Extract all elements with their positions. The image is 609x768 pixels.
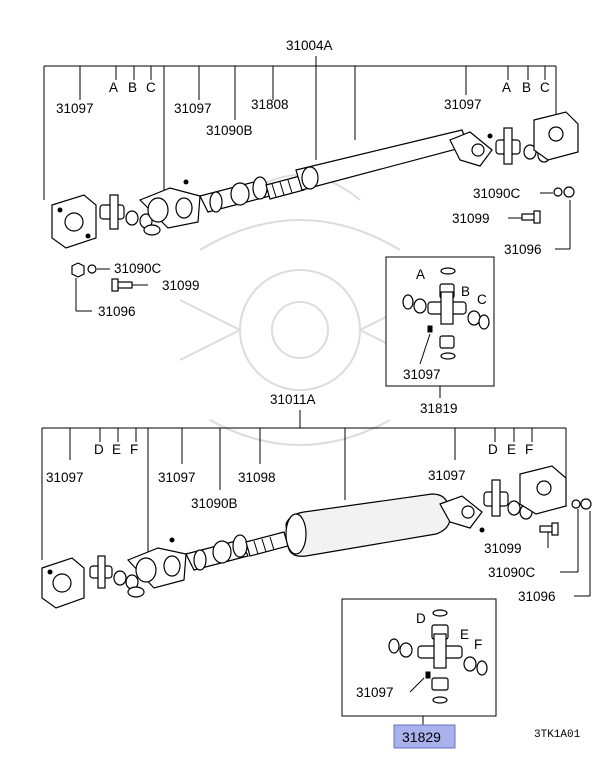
part-label-31098: 31098 bbox=[238, 470, 276, 485]
kit-label-E-31829: E bbox=[460, 627, 469, 642]
part-label-B-upper-left: B bbox=[128, 80, 137, 95]
part-label-31096-lower-right: 31096 bbox=[518, 589, 556, 604]
kit-part-no-31829: 31829 bbox=[402, 729, 441, 745]
kit-label-C-31819: C bbox=[477, 292, 487, 307]
part-label-31090B-upper: 31090B bbox=[206, 123, 253, 138]
part-label-31011A: 31011A bbox=[270, 392, 316, 407]
kit-label-D-31829: D bbox=[416, 611, 426, 626]
part-label-31097-upper-mid: 31097 bbox=[174, 101, 212, 116]
part-label-31097-upper-right: 31097 bbox=[444, 97, 482, 112]
part-label-C-upper-right: C bbox=[540, 80, 550, 95]
part-label-31090C-upper-left: 31090C bbox=[114, 261, 162, 276]
part-label-31099-upper-left: 31099 bbox=[162, 278, 200, 293]
part-label-C-upper-left: C bbox=[146, 80, 156, 95]
part-label-31004A: 31004A bbox=[286, 38, 333, 53]
part-label-31096-upper-right: 31096 bbox=[504, 242, 542, 257]
kit-part-no-31819: 31819 bbox=[420, 401, 458, 416]
part-label-A-upper-left: A bbox=[109, 80, 118, 95]
part-label-A-upper-right: A bbox=[502, 80, 511, 95]
part-label-31808: 31808 bbox=[251, 97, 289, 112]
kit-label-F-31829: F bbox=[474, 637, 482, 652]
diagram-code: 3TK1A01 bbox=[534, 729, 581, 741]
part-label-D-lower-left: D bbox=[94, 442, 104, 457]
kit-label-31097-31819: 31097 bbox=[403, 367, 441, 382]
part-label-F-lower-left: F bbox=[130, 442, 138, 457]
part-label-31090B-lower: 31090B bbox=[191, 496, 238, 511]
part-label-31099-upper-right: 31099 bbox=[452, 211, 490, 226]
part-label-E-lower-left: E bbox=[112, 442, 121, 457]
part-label-31090C-lower-right: 31090C bbox=[488, 565, 536, 580]
kit-label-31097-31829: 31097 bbox=[356, 685, 394, 700]
part-label-D-lower-right: D bbox=[488, 442, 498, 457]
kit-label-A-31819: A bbox=[416, 267, 425, 282]
kit-label-B-31819: B bbox=[461, 284, 470, 299]
upper-assembly: 31004A 31097 A B C 31097 31808 31090B 31… bbox=[43, 38, 579, 416]
part-label-31097-upper-left: 31097 bbox=[56, 101, 94, 116]
lower-assembly: 31011A 31097 D E F 31097 31098 31090B 31… bbox=[41, 392, 592, 749]
part-label-F-lower-right: F bbox=[525, 442, 533, 457]
part-label-31099-lower-right: 31099 bbox=[484, 541, 522, 556]
part-label-B-upper-right: B bbox=[522, 80, 531, 95]
part-label-31090C-upper-right: 31090C bbox=[473, 186, 521, 201]
part-label-31097-lower-left: 31097 bbox=[46, 470, 84, 485]
kit-part-no-highlight bbox=[393, 724, 456, 749]
part-label-31097-lower-mid: 31097 bbox=[158, 470, 196, 485]
part-label-31097-lower-right: 31097 bbox=[428, 468, 466, 483]
part-label-31096-upper-left: 31096 bbox=[98, 304, 136, 319]
part-label-E-lower-right: E bbox=[507, 442, 516, 457]
